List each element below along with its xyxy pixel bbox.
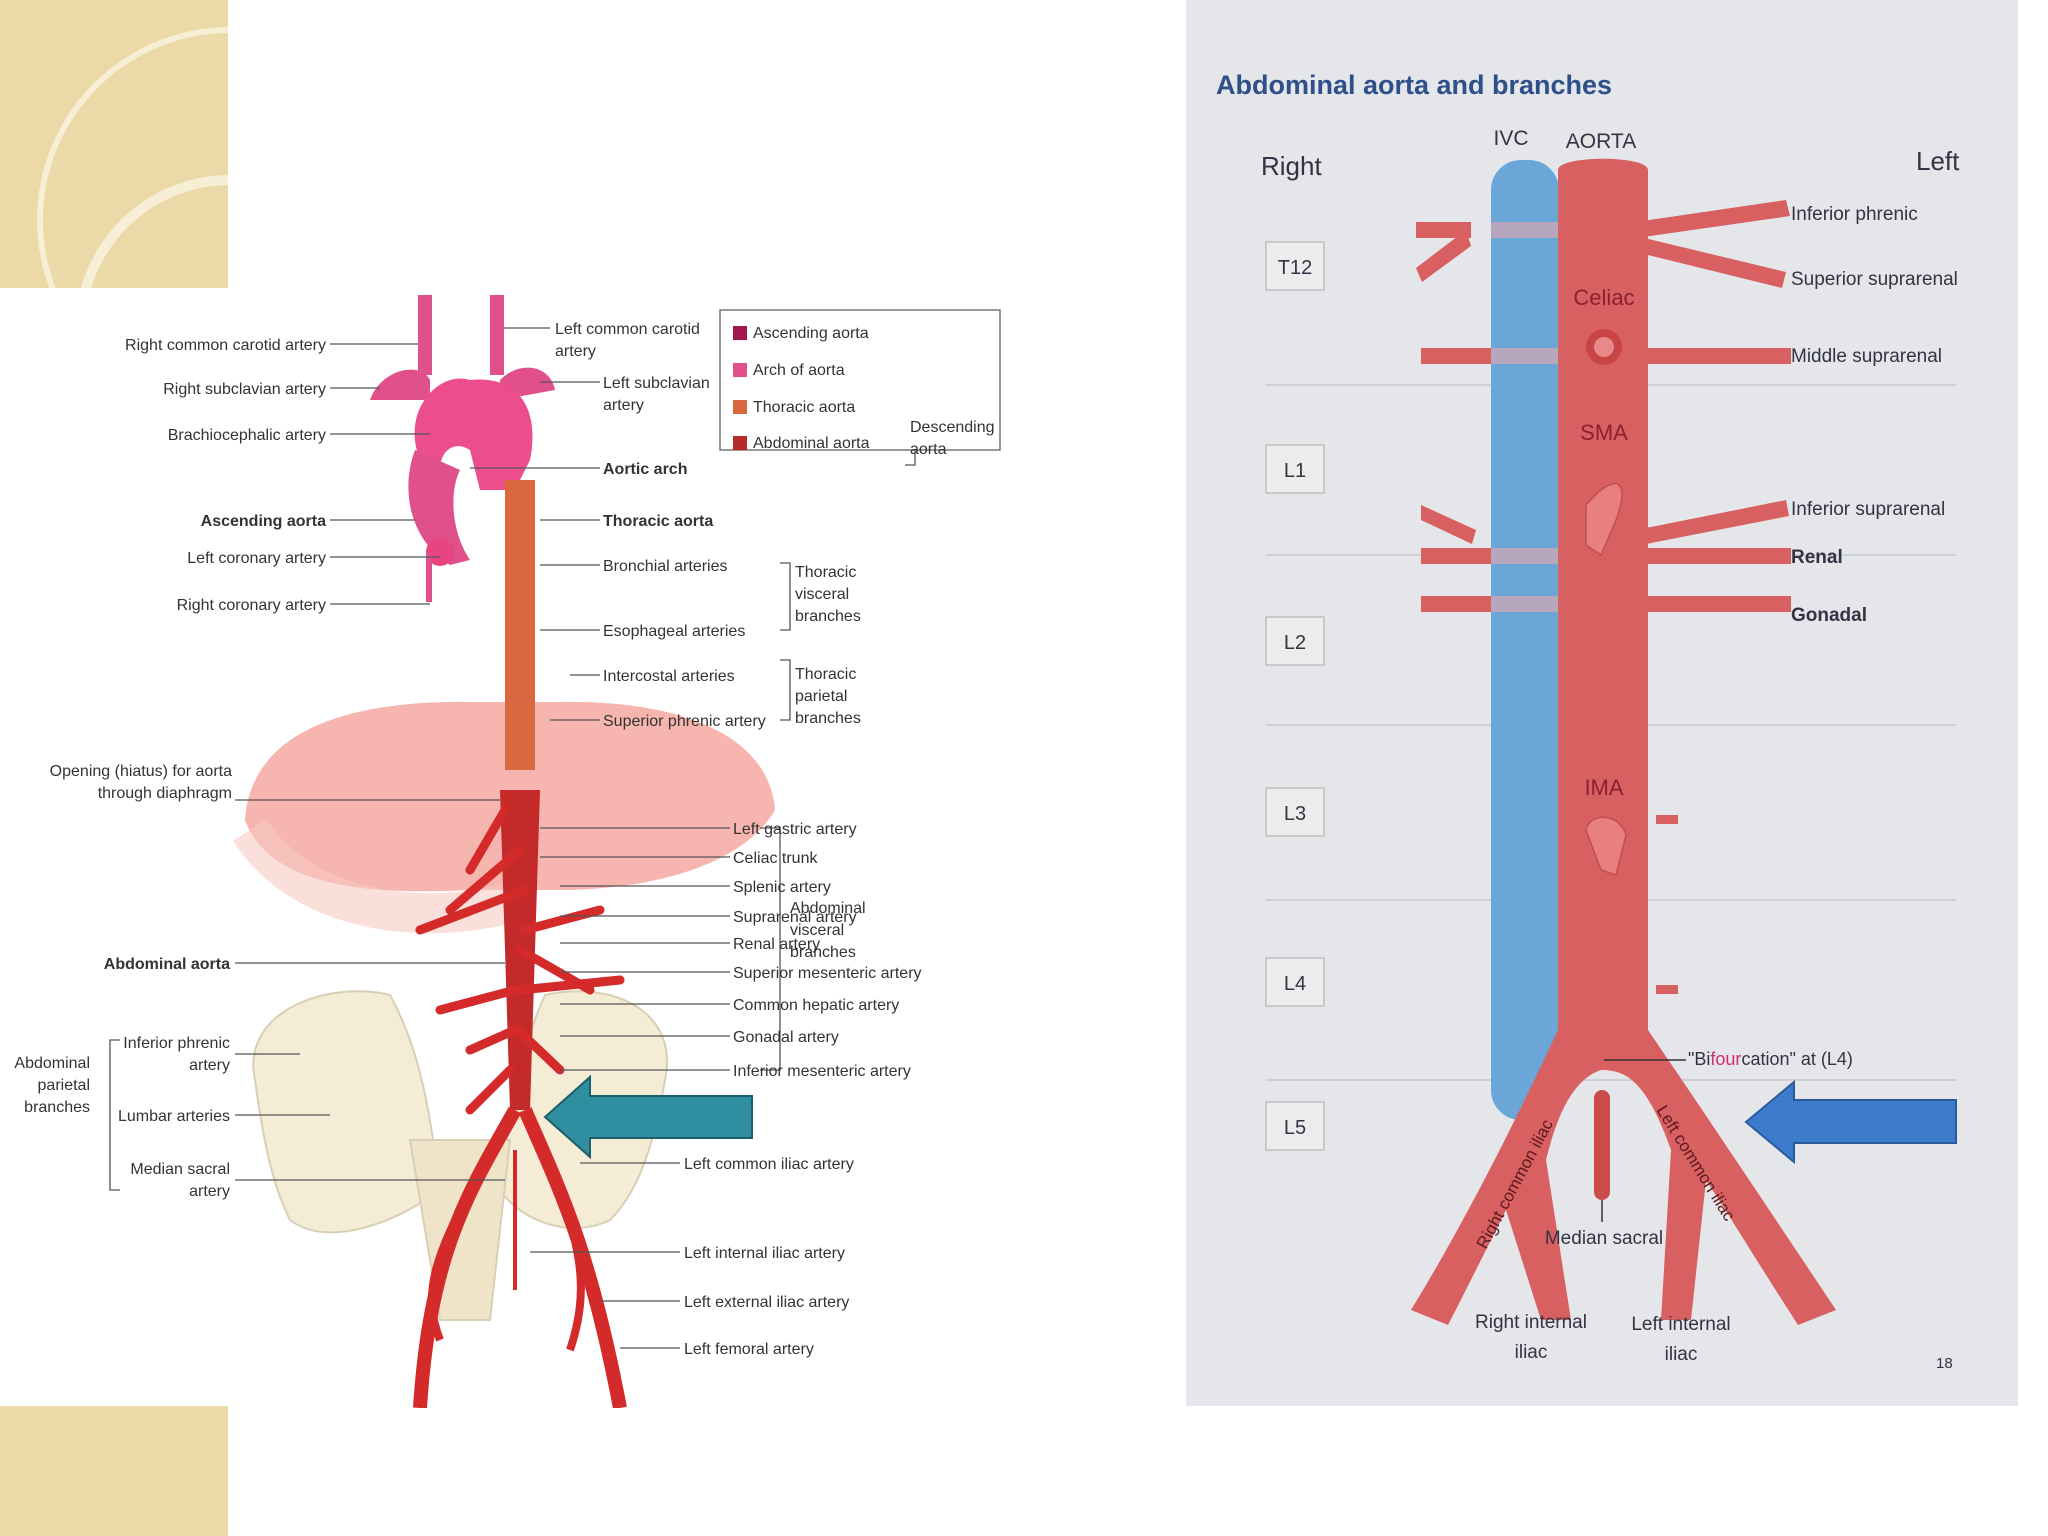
label-gonadal-artery: Gonadal artery <box>733 1029 839 1046</box>
label-suprarenal-artery: Suprarenal artery <box>733 909 857 926</box>
label-common-hepatic: Common hepatic artery <box>733 997 899 1014</box>
group-abdominal-visceral-1: Abdominal <box>790 900 866 917</box>
branch-inferior-suprarenal: Inferior suprarenal <box>1791 499 1945 520</box>
schematic-title: Abdominal aorta and branches <box>1216 70 1612 100</box>
label-parietal-group-3: branches <box>24 1099 90 1116</box>
label-right-common-carotid: Right common carotid artery <box>125 337 326 354</box>
label-parietal-group-2: parietal <box>38 1077 90 1094</box>
label-left-internal-iliac: Left internal iliac artery <box>684 1245 845 1262</box>
vertebra-markers: T12 L1 L2 L3 L4 L5 <box>1265 241 1325 1151</box>
group-thoracic-visceral-2: visceral <box>795 586 849 603</box>
label-left-external-iliac: Left external iliac artery <box>684 1294 849 1311</box>
label-inferior-phrenic-1: Inferior phrenic <box>123 1035 230 1052</box>
inner-label-sma: SMA <box>1580 420 1628 445</box>
branch-renal: Renal <box>1791 547 1843 568</box>
label-superior-phrenic: Superior phrenic artery <box>603 713 766 730</box>
legend-label-ascending: Ascending aorta <box>753 325 869 342</box>
legend-group-descending: Descending <box>910 419 995 436</box>
label-left-femoral: Left femoral artery <box>684 1341 814 1358</box>
vertebra-t12: T12 <box>1278 257 1312 279</box>
vertebra-l4: L4 <box>1284 973 1306 995</box>
label-left-common-carotid-2: artery <box>555 343 596 360</box>
aorta-branches-illustration: Right common carotid artery Right subcla… <box>0 290 1030 1410</box>
label-right-subclavian: Right subclavian artery <box>163 381 326 398</box>
bifurcation-highlight: four <box>1710 1049 1741 1069</box>
left-internal-label-1: Left internal <box>1631 1314 1730 1335</box>
ivc-vessel <box>1491 160 1559 1120</box>
legend-swatch-thoracic <box>733 400 747 414</box>
legend-label-abdominal: Abdominal aorta <box>753 435 870 452</box>
label-inferior-mesenteric: Inferior mesenteric artery <box>733 1063 911 1080</box>
pointer-arrow-teal <box>543 1074 753 1160</box>
right-internal-label-1: Right internal <box>1475 1312 1587 1333</box>
label-left-gastric: Left gastric artery <box>733 821 857 838</box>
label-intercostal-arteries: Intercostal arteries <box>603 668 735 685</box>
ivc-label: IVC <box>1493 127 1528 150</box>
label-lumbar-arteries: Lumbar arteries <box>118 1108 230 1125</box>
legend-swatch-abdominal <box>733 436 747 450</box>
label-celiac-trunk: Celiac trunk <box>733 850 818 867</box>
page-number: 18 <box>1936 1355 1953 1372</box>
vertebra-l3: L3 <box>1284 803 1306 825</box>
label-opening-hiatus-2: through diaphragm <box>98 785 232 802</box>
decorative-corner-bottom <box>0 1406 228 1536</box>
label-left-subclavian-2: artery <box>603 397 644 414</box>
decorative-corner-top <box>0 0 228 288</box>
branch-superior-suprarenal: Superior suprarenal <box>1791 269 1958 290</box>
inner-label-ima: IMA <box>1584 775 1623 800</box>
side-left-label: Left <box>1916 146 1960 176</box>
label-left-coronary: Left coronary artery <box>187 550 326 567</box>
legend-group-aorta: aorta <box>910 441 947 458</box>
vertebra-l2: L2 <box>1284 632 1306 654</box>
label-inferior-phrenic-2: artery <box>189 1057 230 1074</box>
side-right-label: Right <box>1261 151 1322 181</box>
bifurcation-prefix: "Bi <box>1688 1049 1710 1069</box>
label-left-common-iliac: Left common iliac artery <box>684 1156 854 1173</box>
branch-middle-suprarenal: Middle suprarenal <box>1791 346 1942 367</box>
legend-swatch-ascending <box>733 326 747 340</box>
aorta-vessel <box>1411 158 1836 1325</box>
label-bronchial-arteries: Bronchial arteries <box>603 558 728 575</box>
label-median-sacral-2: artery <box>189 1183 230 1200</box>
label-splenic-artery: Splenic artery <box>733 879 831 896</box>
left-internal-label-2: iliac <box>1665 1344 1698 1365</box>
label-aortic-arch: Aortic arch <box>603 461 687 478</box>
group-abdominal-visceral-2: visceral <box>790 922 844 939</box>
legend-label-arch: Arch of aorta <box>753 362 845 379</box>
group-abdominal-visceral-3: branches <box>790 944 856 961</box>
median-sacral-label: Median sacral <box>1545 1228 1663 1249</box>
label-renal-artery: Renal artery <box>733 936 820 953</box>
group-thoracic-parietal-3: branches <box>795 710 861 727</box>
inner-label-celiac: Celiac <box>1573 285 1634 310</box>
label-esophageal-arteries: Esophageal arteries <box>603 623 745 640</box>
legend-label-thoracic: Thoracic aorta <box>753 399 855 416</box>
label-opening-hiatus-1: Opening (hiatus) for aorta <box>50 763 232 780</box>
pointer-arrow-blue <box>1744 1079 1957 1165</box>
bifurcation-suffix: cation" at (L4) <box>1741 1049 1852 1069</box>
vertebra-l5: L5 <box>1284 1117 1306 1139</box>
group-thoracic-visceral-1: Thoracic <box>795 564 856 581</box>
abdominal-aorta-schematic: Abdominal aorta and branches Right Left … <box>1186 0 2018 1406</box>
label-thoracic-aorta: Thoracic aorta <box>603 513 713 530</box>
aorta-label: AORTA <box>1566 130 1636 153</box>
label-median-sacral-1: Median sacral <box>130 1161 230 1178</box>
group-thoracic-parietal-1: Thoracic <box>795 666 856 683</box>
legend-swatch-arch <box>733 363 747 377</box>
branch-gonadal: Gonadal <box>1791 605 1867 626</box>
group-thoracic-visceral-3: branches <box>795 608 861 625</box>
label-ascending-aorta: Ascending aorta <box>201 513 326 530</box>
label-parietal-group-1: Abdominal <box>14 1055 90 1072</box>
label-left-common-carotid-1: Left common carotid <box>555 321 700 338</box>
branch-inferior-phrenic: Inferior phrenic <box>1791 204 1918 225</box>
legend: Ascending aorta Arch of aorta Thoracic a… <box>719 309 1001 458</box>
label-abdominal-aorta: Abdominal aorta <box>104 956 230 973</box>
label-brachiocephalic: Brachiocephalic artery <box>168 427 326 444</box>
right-internal-label-2: iliac <box>1515 1342 1548 1363</box>
group-thoracic-parietal-2: parietal <box>795 688 847 705</box>
label-left-subclavian-1: Left subclavian <box>603 375 710 392</box>
bifurcation-note: "Bifourcation" at (L4) <box>1688 1049 1853 1069</box>
label-right-coronary: Right coronary artery <box>177 597 326 614</box>
label-superior-mesenteric: Superior mesenteric artery <box>733 965 922 982</box>
vertebra-l1: L1 <box>1284 460 1306 482</box>
